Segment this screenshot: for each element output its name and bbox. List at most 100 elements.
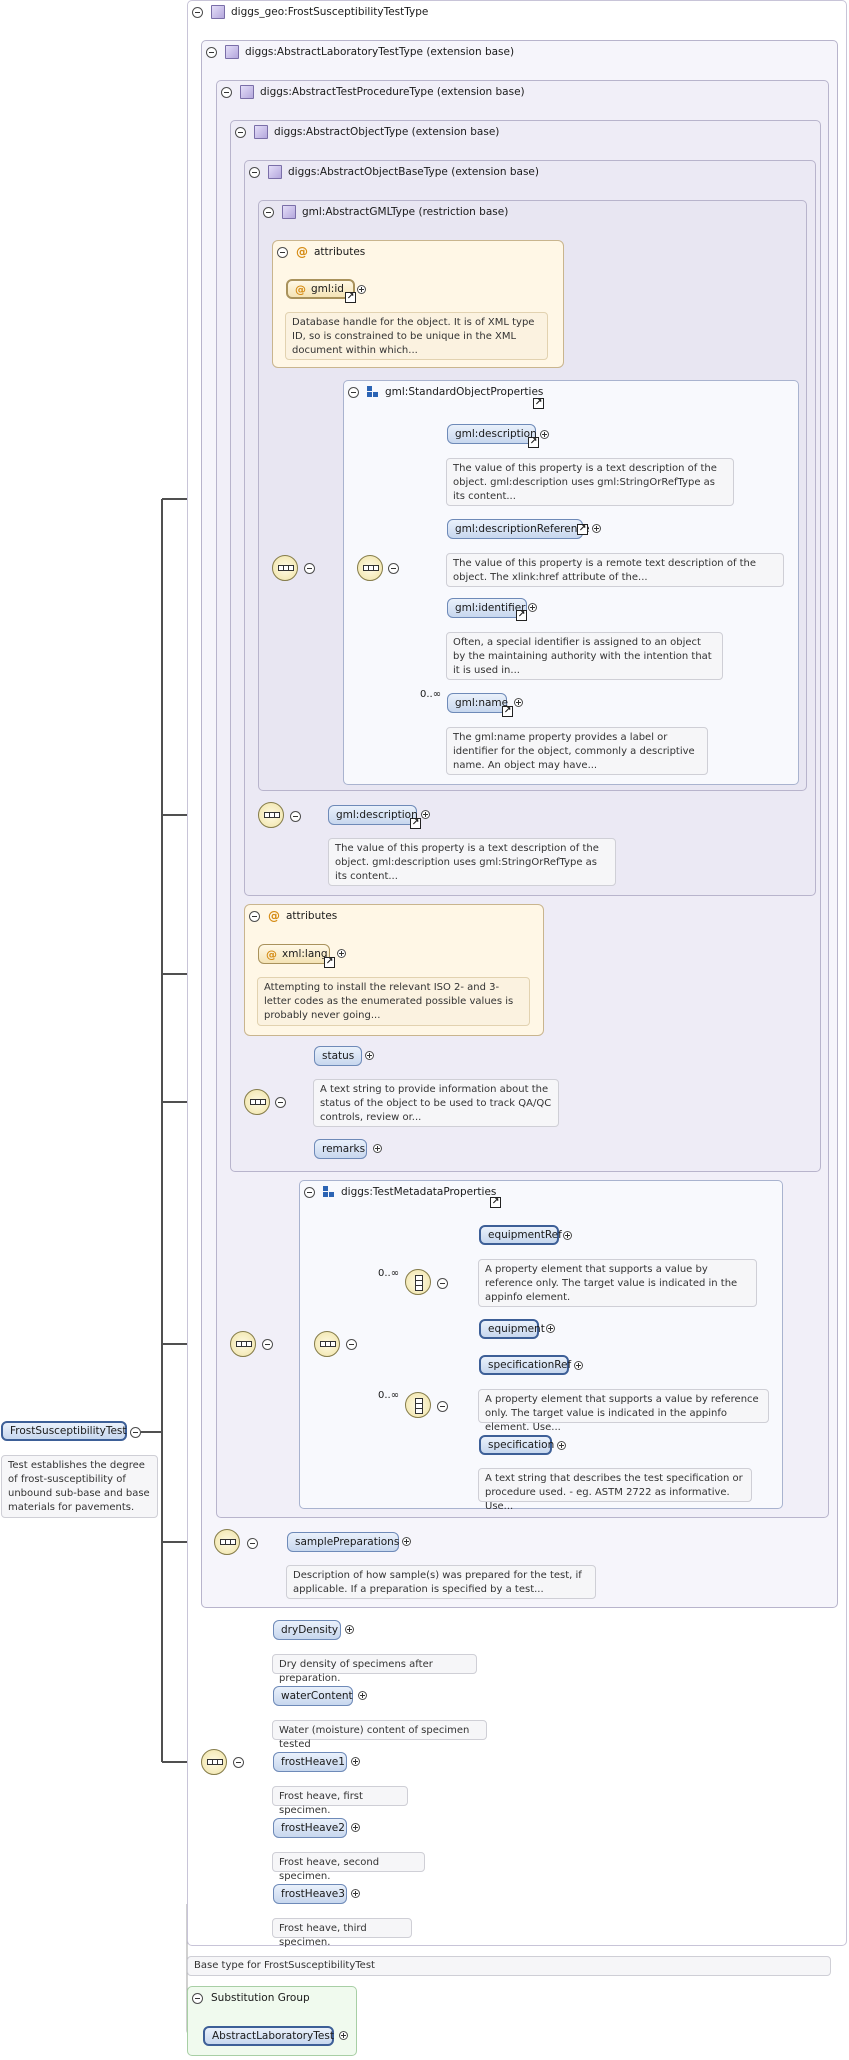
collapse-toggle-icon[interactable] (262, 1339, 273, 1350)
collapse-toggle-icon[interactable] (346, 1339, 357, 1350)
collapse-toggle-icon[interactable] (437, 1401, 448, 1412)
annotation-specification: A text string that describes the test sp… (478, 1468, 752, 1512)
expand-plus-icon[interactable] (402, 1537, 411, 1546)
box-title: attributes (286, 910, 338, 922)
element-abstract-laboratory-test[interactable]: AbstractLaboratoryTest (203, 2026, 334, 2046)
element-frost-susceptibility-test[interactable]: FrostSusceptibilityTest (1, 1421, 127, 1441)
element-gml-identifier[interactable]: gml:identifier (447, 598, 527, 618)
expand-plus-icon[interactable] (563, 1231, 572, 1240)
element-gml-name[interactable]: gml:name (447, 693, 508, 713)
expand-plus-icon[interactable] (574, 1361, 583, 1370)
expand-plus-icon[interactable] (373, 1144, 382, 1153)
collapse-toggle-icon[interactable] (437, 1278, 448, 1289)
sequence-compositor-icon[interactable] (230, 1331, 256, 1357)
annotation-frost-susceptibility-test: Test establishes the degree of frost-sus… (1, 1455, 158, 1518)
element-status[interactable]: status (314, 1046, 362, 1066)
collapse-toggle-icon[interactable] (192, 6, 203, 18)
element-gml-description-reference[interactable]: gml:descriptionReference (447, 519, 590, 539)
reference-arrow-icon[interactable]: ↗ (528, 437, 539, 448)
element-equipment-ref[interactable]: equipmentRef (479, 1225, 562, 1245)
collapse-toggle-icon[interactable] (130, 1427, 141, 1438)
collapse-toggle-icon[interactable] (249, 910, 260, 922)
element-frost-heave-3[interactable]: frostHeave3 (273, 1884, 347, 1904)
collapse-toggle-icon[interactable] (249, 166, 260, 178)
collapse-toggle-icon[interactable] (233, 1757, 244, 1768)
reference-arrow-icon[interactable]: ↗ (533, 398, 544, 409)
reference-arrow-icon[interactable]: ↗ (345, 292, 356, 303)
collapse-toggle-icon[interactable] (192, 1992, 203, 2004)
choice-compositor-icon[interactable] (405, 1392, 431, 1418)
expand-plus-icon[interactable] (351, 1889, 360, 1898)
expand-plus-icon[interactable] (351, 1823, 360, 1832)
sequence-compositor-icon[interactable] (244, 1089, 270, 1115)
choice-compositor-icon[interactable] (405, 1269, 431, 1295)
expand-plus-icon[interactable] (557, 1441, 566, 1450)
element-sample-preparations[interactable]: samplePreparations (287, 1532, 399, 1552)
expand-plus-icon[interactable] (528, 603, 537, 612)
reference-arrow-icon[interactable]: ↗ (324, 957, 335, 968)
box-title: gml:StandardObjectProperties (385, 386, 544, 398)
element-specification[interactable]: specification (479, 1435, 554, 1455)
complex-type-icon (282, 205, 296, 219)
sequence-compositor-icon[interactable] (357, 555, 383, 581)
collapse-toggle-icon[interactable] (348, 386, 359, 398)
collapse-toggle-icon[interactable] (221, 86, 232, 98)
expand-plus-icon[interactable] (351, 1757, 360, 1766)
complex-type-icon (211, 5, 225, 19)
collapse-toggle-icon[interactable] (304, 563, 315, 574)
collapse-toggle-icon[interactable] (290, 811, 301, 822)
attribute-gml-id[interactable]: @gml:id (286, 279, 355, 299)
collapse-toggle-icon[interactable] (388, 563, 399, 574)
attribute-xml-lang[interactable]: @xml:lang (258, 944, 330, 964)
sequence-compositor-icon[interactable] (272, 555, 298, 581)
complex-type-icon (268, 165, 282, 179)
expand-plus-icon[interactable] (357, 285, 366, 294)
expand-plus-icon[interactable] (345, 1625, 354, 1634)
collapse-toggle-icon[interactable] (263, 206, 274, 218)
collapse-toggle-icon[interactable] (235, 126, 246, 138)
multiplicity-gml-name: 0..∞ (420, 689, 442, 700)
expand-plus-icon[interactable] (337, 949, 346, 958)
reference-arrow-icon[interactable]: ↗ (410, 818, 421, 829)
collapse-toggle-icon[interactable] (277, 246, 288, 258)
attribute-at-icon: @ (296, 245, 308, 259)
element-gml-description-2[interactable]: gml:description (328, 805, 418, 825)
reference-arrow-icon[interactable]: ↗ (577, 524, 588, 535)
expand-plus-icon[interactable] (358, 1691, 367, 1700)
annotation-gml-id: Database handle for the object. It is of… (285, 312, 548, 360)
reference-arrow-icon[interactable]: ↗ (490, 1197, 501, 1208)
collapse-toggle-icon[interactable] (275, 1097, 286, 1108)
element-water-content[interactable]: waterContent (273, 1686, 353, 1706)
expand-plus-icon[interactable] (339, 2031, 348, 2040)
expand-plus-icon[interactable] (592, 524, 601, 533)
collapse-toggle-icon[interactable] (304, 1186, 315, 1198)
annotation-gml-description-2: The value of this property is a text des… (328, 838, 616, 886)
expand-plus-icon[interactable] (421, 810, 430, 819)
reference-arrow-icon[interactable]: ↗ (502, 706, 513, 717)
expand-plus-icon[interactable] (365, 1051, 374, 1060)
element-equipment[interactable]: equipment (479, 1319, 545, 1339)
expand-plus-icon[interactable] (546, 1324, 555, 1333)
element-specification-ref[interactable]: specificationRef (479, 1355, 571, 1375)
element-frost-heave-2[interactable]: frostHeave2 (273, 1818, 347, 1838)
element-remarks[interactable]: remarks (314, 1139, 367, 1159)
model-group-icon (367, 386, 379, 398)
annotation-status: A text string to provide information abo… (313, 1079, 559, 1127)
element-frost-heave-1[interactable]: frostHeave1 (273, 1752, 347, 1772)
reference-arrow-icon[interactable]: ↗ (516, 610, 527, 621)
element-gml-description[interactable]: gml:description (447, 424, 537, 444)
expand-plus-icon[interactable] (514, 698, 523, 707)
expand-plus-icon[interactable] (540, 430, 549, 439)
annotation-base-type: Base type for FrostSusceptibilityTest (187, 1956, 831, 1976)
collapse-toggle-icon[interactable] (206, 46, 217, 58)
sequence-compositor-icon[interactable] (214, 1529, 240, 1555)
annotation-frost-heave-2: Frost heave, second specimen. (272, 1852, 425, 1882)
sequence-compositor-icon[interactable] (314, 1331, 340, 1357)
annotation-gml-description: The value of this property is a text des… (446, 458, 734, 506)
multiplicity-specification-choice: 0..∞ (378, 1390, 400, 1401)
sequence-compositor-icon[interactable] (201, 1749, 227, 1775)
element-dry-density[interactable]: dryDensity (273, 1620, 341, 1640)
sequence-compositor-icon[interactable] (258, 802, 284, 828)
box-title: attributes (314, 246, 366, 258)
collapse-toggle-icon[interactable] (247, 1538, 258, 1549)
